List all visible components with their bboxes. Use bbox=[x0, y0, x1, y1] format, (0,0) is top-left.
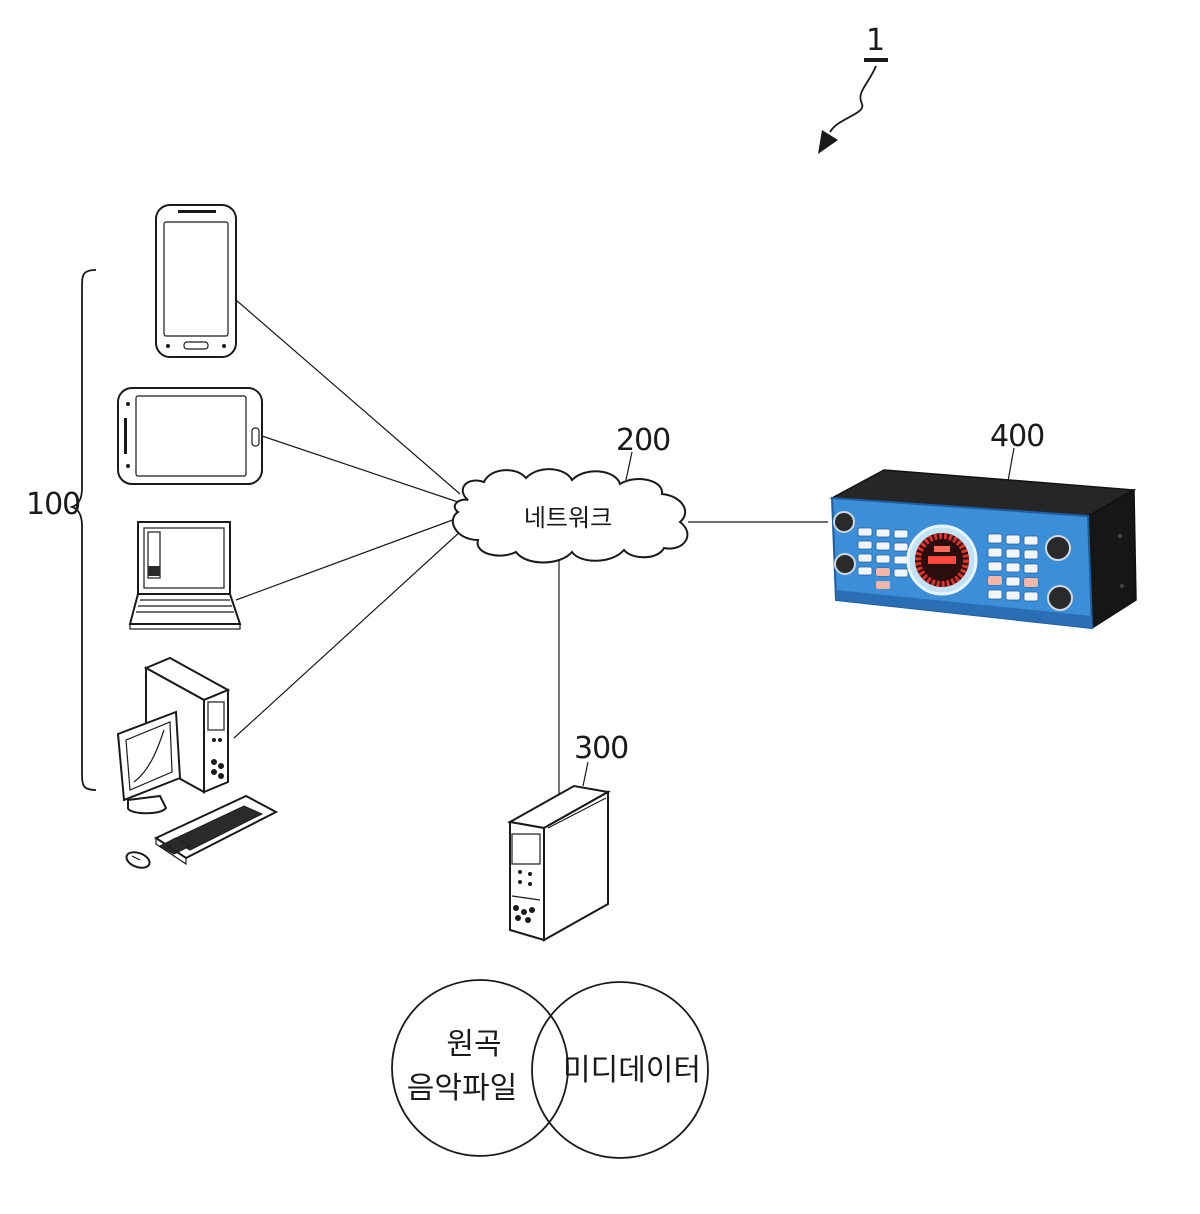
karaoke-ref-label: 400 bbox=[990, 419, 1044, 454]
karaoke-machine-icon bbox=[832, 470, 1136, 628]
client-group: 100 bbox=[26, 270, 96, 790]
karaoke-machine: 400 bbox=[832, 419, 1136, 628]
original-music-circle bbox=[392, 980, 568, 1156]
arrow-head-icon bbox=[818, 130, 838, 154]
content-venn: 원곡 음악파일 미디데이터 bbox=[392, 980, 708, 1158]
group-ref-label: 100 bbox=[26, 487, 80, 522]
midi-label: 미디데이터 bbox=[563, 1053, 701, 1088]
original-label-line2: 음악파일 bbox=[407, 1071, 517, 1106]
laptop-icon bbox=[130, 522, 240, 629]
tablet-icon bbox=[118, 388, 262, 484]
system-ref-label: 1 bbox=[866, 23, 884, 58]
network-ref-label: 200 bbox=[616, 423, 670, 458]
desktop-pc-icon bbox=[118, 658, 276, 871]
server-ref-label: 300 bbox=[574, 731, 628, 766]
system-reference: 1 bbox=[818, 23, 888, 154]
server-icon bbox=[510, 786, 608, 940]
smartphone-icon bbox=[156, 205, 236, 357]
group-bracket bbox=[72, 270, 96, 790]
original-label-line1: 원곡 bbox=[446, 1027, 501, 1062]
server: 300 bbox=[510, 731, 628, 940]
network-cloud: 200 네트워크 bbox=[453, 423, 688, 563]
network-label: 네트워크 bbox=[524, 504, 612, 532]
